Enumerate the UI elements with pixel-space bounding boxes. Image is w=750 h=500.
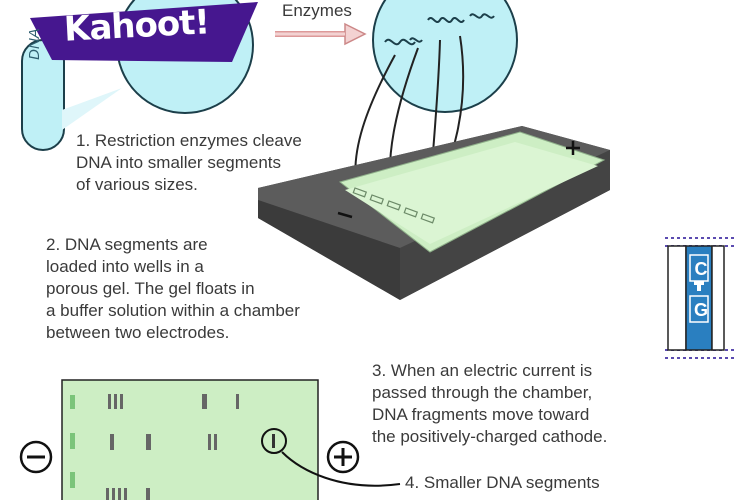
base-g-label: G <box>693 300 708 320</box>
enzymes-arrow <box>275 22 367 46</box>
step2-line: a buffer solution within a chamber <box>46 301 300 320</box>
step2-text: 2. DNA segments are loaded into wells in… <box>46 234 300 344</box>
step2-line: porous gel. The gel floats in <box>46 279 255 298</box>
kahoot-badge[interactable] <box>30 2 258 62</box>
gel-chamber <box>258 126 610 300</box>
step2-line: between two electrodes. <box>46 323 230 342</box>
chamber-positive-electrode <box>566 141 580 155</box>
step3-text: 3. When an electric current is passed th… <box>372 360 607 448</box>
step4-line: 4. Smaller DNA segments <box>405 473 600 492</box>
gel-result <box>61 379 319 500</box>
step4-text: 4. Smaller DNA segments <box>405 472 600 494</box>
step3-line: the positively-charged cathode. <box>372 427 608 446</box>
step1-line: 1. Restriction enzymes cleave <box>76 131 302 150</box>
negative-electrode-icon <box>19 440 53 474</box>
step1-line: of various sizes. <box>76 175 198 194</box>
step4-pointer <box>281 451 401 487</box>
dna-label: DNA <box>26 28 43 60</box>
step2-line: loaded into wells in a <box>46 257 204 276</box>
cell-circle-right <box>372 0 518 113</box>
step2-line: 2. DNA segments are <box>46 235 208 254</box>
kahoot-logo[interactable]: Kahoot! <box>63 2 210 50</box>
base-pair-strip <box>665 237 735 359</box>
callout-pointer <box>62 88 122 130</box>
base-c-label: C <box>694 259 708 279</box>
dna-fragments <box>384 13 495 46</box>
chamber-negative-electrode <box>337 211 353 219</box>
step1-text: 1. Restriction enzymes cleave DNA into s… <box>76 130 302 196</box>
highlighted-band <box>261 428 287 454</box>
step3-line: 3. When an electric current is <box>372 361 593 380</box>
step1-line: DNA into smaller segments <box>76 153 282 172</box>
enzymes-label: Enzymes <box>282 1 352 20</box>
step3-line: passed through the chamber, <box>372 383 593 402</box>
positive-electrode-icon <box>326 440 360 474</box>
step3-line: DNA fragments move toward <box>372 405 590 424</box>
